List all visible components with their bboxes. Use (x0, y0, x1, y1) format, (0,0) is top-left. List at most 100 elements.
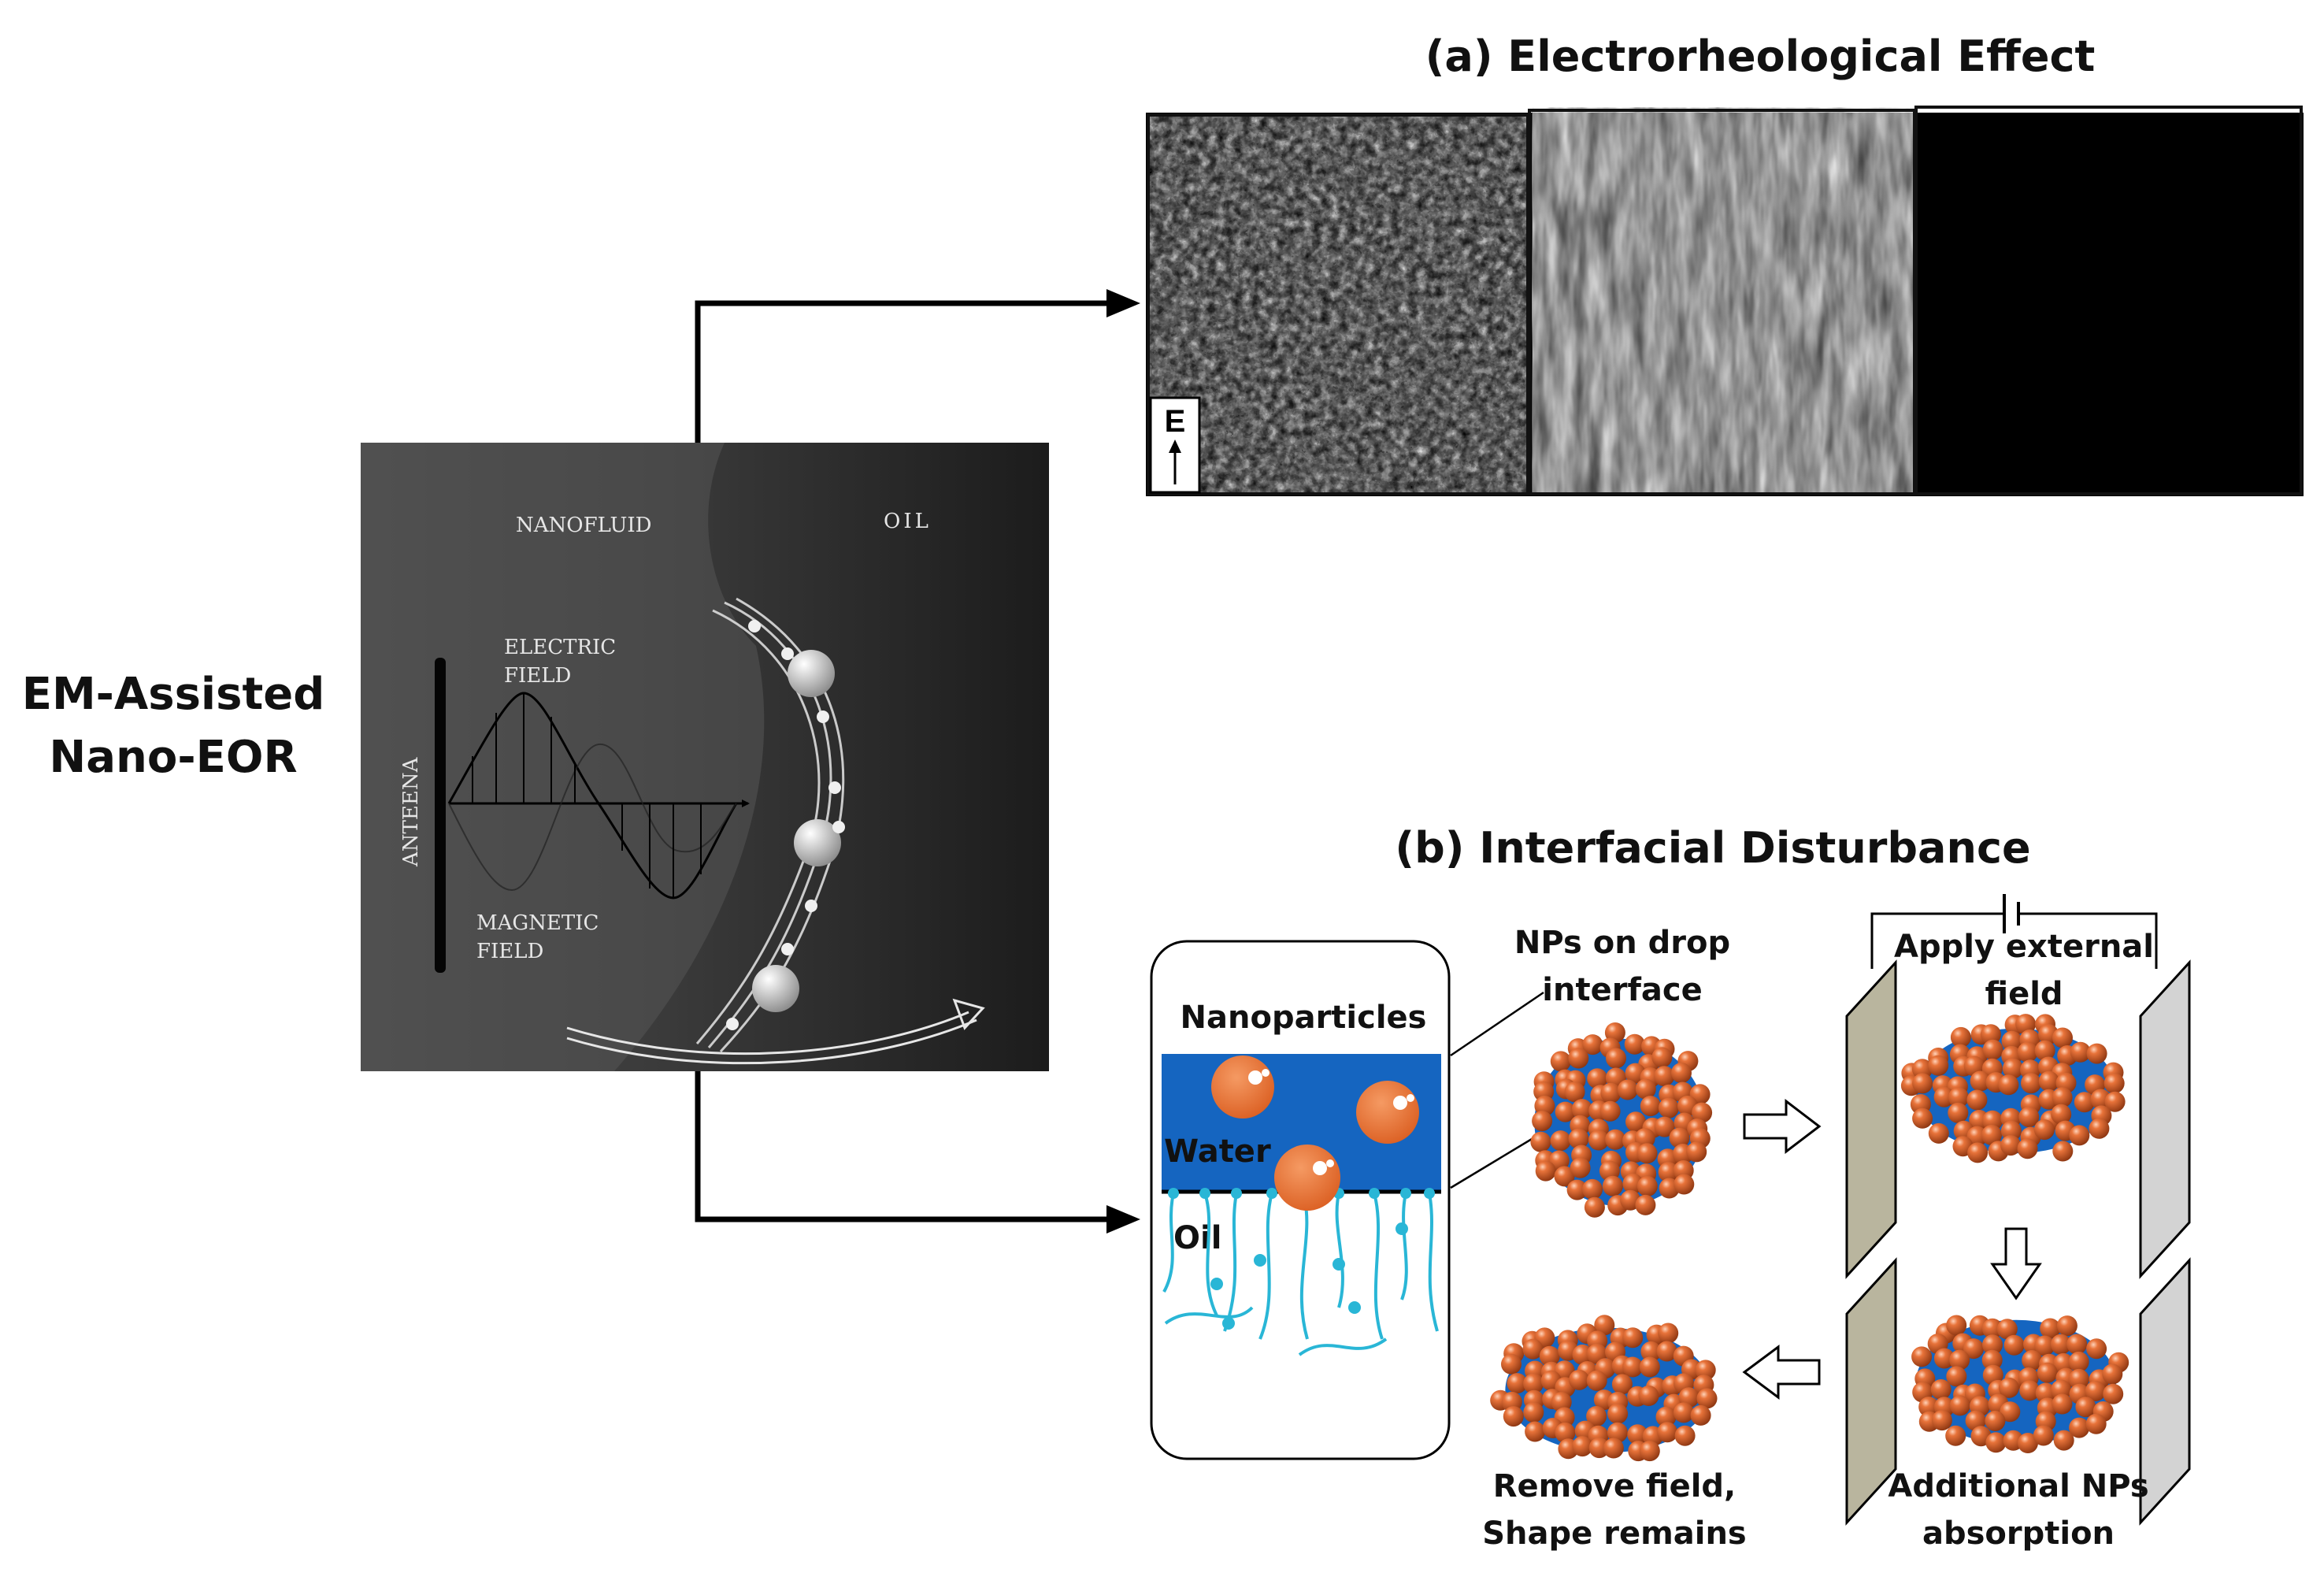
drop-nanoparticle (1982, 1334, 2003, 1356)
drop-nanoparticle (1636, 1176, 1658, 1196)
drop-nanoparticle (1912, 1073, 1933, 1094)
drop-nanoparticle (1624, 1033, 1645, 1055)
drop-nanoparticle (1550, 1051, 1571, 1072)
drop-nanoparticle (2085, 1381, 2106, 1401)
drop-nanoparticle (1982, 1039, 2003, 1060)
drop-nanoparticle (1607, 1422, 1628, 1443)
label-electric-field: FIELD (504, 664, 571, 688)
np-drop-shape-remains (1490, 1315, 1718, 1462)
drop-nanoparticle (2015, 1014, 2037, 1035)
electric-field-circuit (1870, 894, 2158, 969)
drop-nanoparticle (1980, 1024, 2001, 1045)
drop-nanoparticle (2034, 1040, 2055, 1061)
drop-nanoparticle (1967, 1142, 1989, 1163)
drop-nanoparticle (1617, 1079, 1638, 1100)
inset-water-label: Water (1164, 1133, 1271, 1170)
drop-nanoparticle (1639, 1441, 1660, 1462)
drop-nanoparticle (1568, 1128, 1589, 1149)
drop-nanoparticle (1599, 1100, 1621, 1122)
drop-nanoparticle (1607, 1403, 1629, 1424)
drop-nanoparticle (2089, 1118, 2110, 1139)
drop-nanoparticle (1600, 1082, 1622, 1104)
drop-nanoparticle (2021, 1073, 2041, 1094)
drop-nanoparticle (1523, 1402, 1544, 1423)
drop-nanoparticle (1503, 1406, 1524, 1427)
drop-nanoparticle (1587, 1068, 1608, 1089)
drop-nanoparticle (1586, 1370, 1607, 1391)
drop-nanoparticle (1627, 1424, 1648, 1445)
drop-nanoparticle (1696, 1388, 1718, 1409)
step-apply-label-2: field (1985, 976, 2063, 1012)
drop-nanoparticle (1658, 1097, 1679, 1119)
drop-nanoparticle (2017, 1138, 2038, 1159)
inset-oil-label: Oil (1173, 1220, 1221, 1256)
drop-nanoparticle (2069, 1417, 2090, 1438)
label-electric: ELECTRIC (504, 636, 616, 659)
drop-nanoparticle (2002, 1058, 2023, 1079)
drop-nanoparticle (1532, 1111, 1553, 1132)
drop-nanoparticle (1603, 1438, 1624, 1459)
inset-nanoparticles-label: Nanoparticles (1181, 1000, 1427, 1036)
drop-nanoparticle (2070, 1041, 2091, 1063)
drop-nanoparticle (2017, 1041, 2038, 1063)
drop-nanoparticle (1568, 1048, 1589, 1069)
drop-nanoparticle (1981, 1349, 2003, 1371)
drop-nanoparticle (1982, 1110, 2003, 1131)
drop-nanoparticle (1998, 1377, 2019, 1398)
drop-nanoparticle (1525, 1421, 1546, 1442)
drop-nanoparticle (1948, 1087, 1969, 1108)
drop-nanoparticle (1622, 1356, 1644, 1378)
drop-nanoparticle (1625, 1111, 1646, 1133)
drop-nanoparticle (1965, 1410, 1986, 1431)
drop-nanoparticle (1692, 1102, 1713, 1123)
drop-nanoparticle (2074, 1092, 2095, 1113)
micrograph-3 (1533, 107, 1915, 494)
drop-nanoparticle (1931, 1410, 1952, 1431)
drop-nanoparticle (1945, 1425, 1966, 1446)
drop-nanoparticle (1501, 1353, 1522, 1375)
electrode-plate-left (1845, 959, 1897, 1279)
nanoparticle-sphere (788, 650, 835, 697)
drop-nanoparticle (1582, 1178, 1603, 1200)
step-apply-label-1: Apply external (1894, 929, 2154, 965)
arrow-to-panel-b (695, 1071, 1118, 1222)
main-title-line1: EM-Assisted (22, 669, 325, 720)
drop-nanoparticle (2037, 1362, 2058, 1383)
drop-nanoparticle (1507, 1373, 1528, 1394)
drop-nanoparticle (1674, 1425, 1696, 1446)
step-drop-label-2: interface (1542, 972, 1702, 1008)
connector-arrows (695, 289, 1140, 1234)
drop-nanoparticle (1669, 1127, 1690, 1148)
drop-nanoparticle (2103, 1073, 2125, 1094)
drop-nanoparticle (1523, 1373, 1544, 1394)
drop-nanoparticle (1933, 1348, 1955, 1369)
drop-nanoparticle (1566, 1179, 1588, 1200)
drop-nanoparticle (1918, 1397, 1940, 1418)
drop-nanoparticle (2019, 1380, 2040, 1401)
drop-nanoparticle (1635, 1194, 1656, 1215)
label-nanofluid: NANOFLUID (516, 514, 652, 537)
drop-nanoparticle (2050, 1334, 2071, 1355)
step-absorb-label-1: Additional NPs (1888, 1468, 2148, 1504)
panel-b-title: (b) Interfacial Disturbance (1395, 823, 2030, 873)
drop-nanoparticle (1658, 1323, 1679, 1344)
flow-arrow-left (1742, 1345, 1821, 1400)
drop-nanoparticle (1555, 1422, 1576, 1443)
drop-nanoparticle (1551, 1392, 1572, 1413)
drop-nanoparticle (1651, 1047, 1673, 1068)
drop-nanoparticle (1963, 1338, 1984, 1360)
step-absorb-label-2: absorption (1922, 1515, 2115, 1552)
drop-nanoparticle (1594, 1315, 1615, 1336)
main-title-line2: Nano-EOR (49, 732, 297, 783)
drop-nanoparticle (1928, 1122, 1949, 1144)
drop-nanoparticle (2033, 1425, 2054, 1446)
drop-nanoparticle (2086, 1338, 2107, 1360)
electrorheological-micrographs: E (1146, 106, 2304, 496)
drop-nanoparticle (2104, 1091, 2126, 1112)
drop-nanoparticle (2052, 1027, 2073, 1048)
nanoparticle-in-water (1356, 1081, 1419, 1144)
drop-nanoparticle (1569, 1369, 1590, 1390)
np-coated-drop (1530, 1022, 1713, 1218)
drop-nanoparticle (1985, 1432, 2007, 1453)
